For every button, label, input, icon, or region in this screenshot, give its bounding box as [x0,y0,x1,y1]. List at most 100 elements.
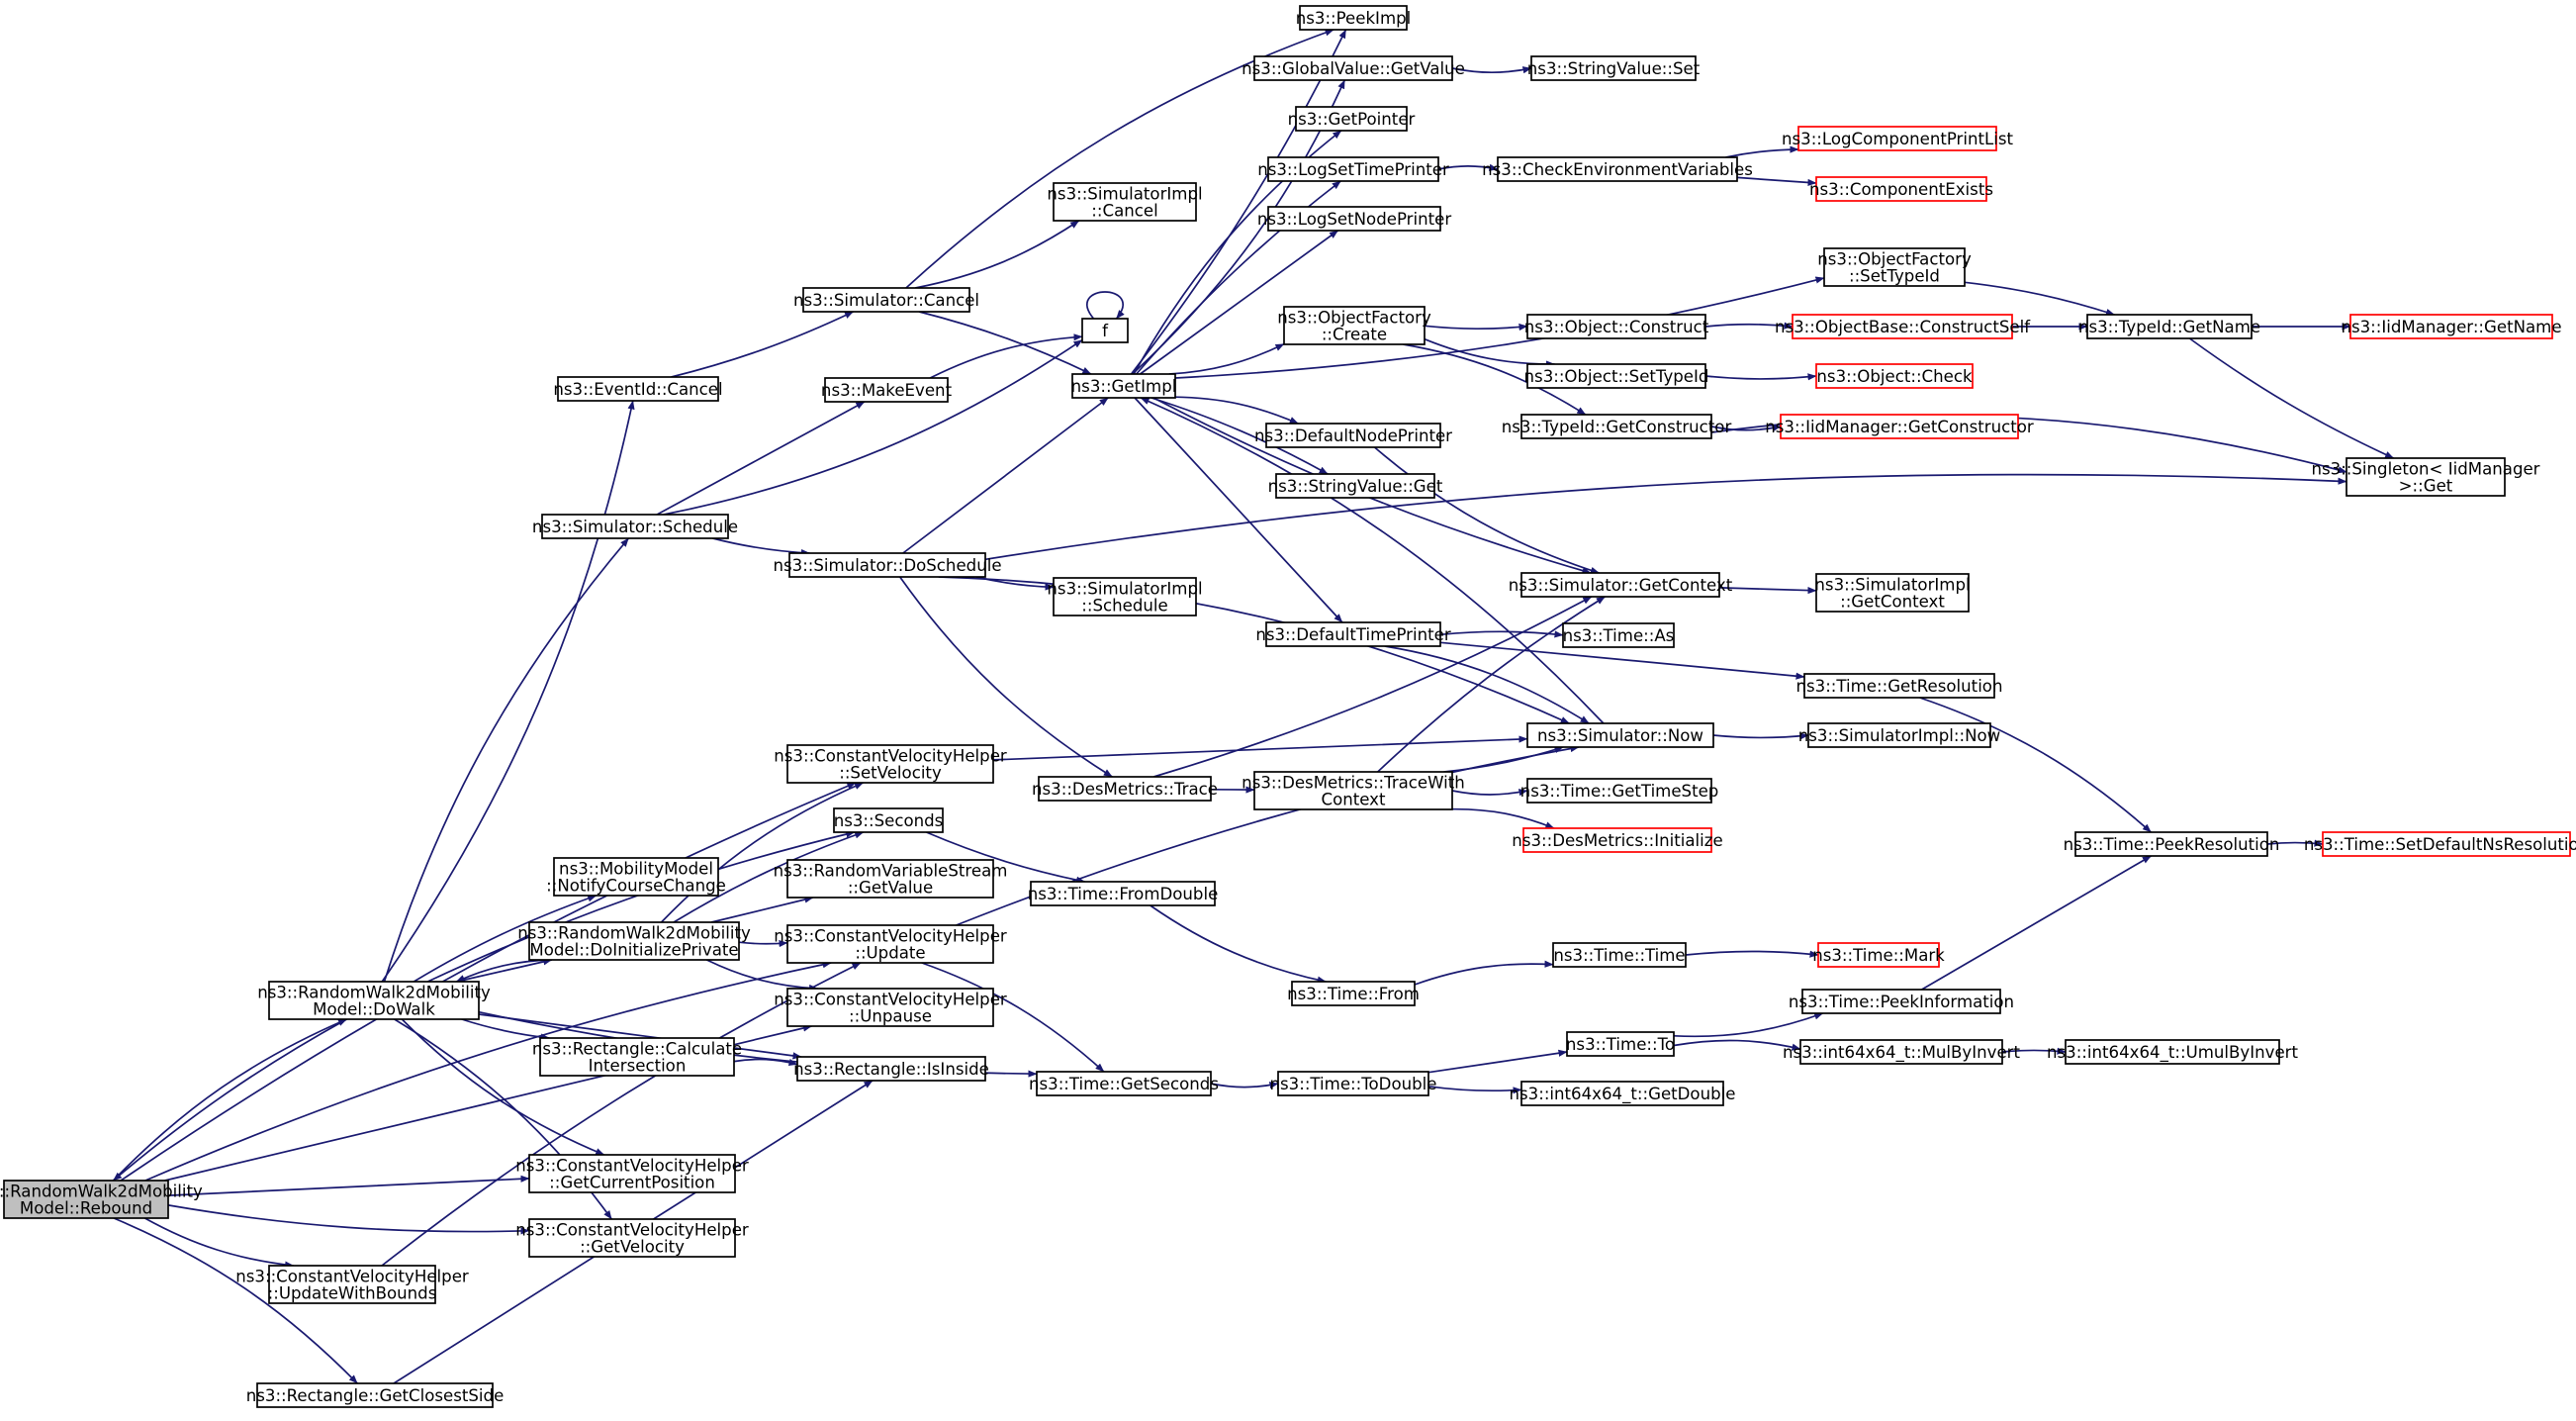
node-box-simimplschedule[interactable] [1053,577,1197,616]
node-simimplschedule[interactable]: ns3::SimulatorImpl::Schedule [1047,577,1203,616]
node-cvhgetvelocity[interactable]: ns3::ConstantVelocityHelper::GetVelocity [515,1218,749,1258]
node-isinside[interactable]: ns3::Rectangle::IsInside [793,1056,989,1082]
node-box-desmetricstrace[interactable] [1038,776,1212,802]
node-box-timegetseconds[interactable] [1036,1071,1212,1096]
node-box-isinside[interactable] [796,1056,986,1082]
node-box-objfactorysettypeid[interactable] [1823,247,1966,287]
node-box-getcurrentposition[interactable] [528,1154,736,1193]
node-globalvaluegetvalue[interactable]: ns3::GlobalValue::GetValue [1242,55,1465,81]
node-box-getimpl[interactable] [1071,373,1176,399]
node-box-iidmgetconstructor[interactable] [1780,414,2019,439]
node-seconds[interactable]: ns3::Seconds [833,807,944,833]
node-defaulttimeprinter[interactable]: ns3::DefaultTimePrinter [1255,621,1451,647]
node-box-cvhunpause[interactable] [786,988,994,1027]
node-box-seconds[interactable] [833,807,944,833]
node-box-singletonget[interactable] [2346,457,2506,497]
node-getimpl[interactable]: ns3::GetImpl [1071,373,1177,399]
node-box-simnow[interactable] [1526,722,1714,748]
node-iidmgetconstructor[interactable]: ns3::IidManager::GetConstructor [1765,414,2034,439]
node-int64getdouble[interactable]: ns3::int64x64_t::GetDouble [1510,1081,1736,1106]
node-objfactorysettypeid[interactable]: ns3::ObjectFactory::SetTypeId [1817,247,1972,287]
node-timegetresolution[interactable]: ns3::Time::GetResolution [1796,673,2003,699]
node-box-int64getdouble[interactable] [1520,1081,1724,1106]
node-objectconstruct[interactable]: ns3::Object::Construct [1524,314,1709,339]
node-box-peekinformation[interactable] [1801,989,2001,1014]
node-box-objfactorycreate[interactable] [1283,306,1426,345]
node-box-timeto[interactable] [1566,1031,1675,1057]
node-typeidgetname[interactable]: ns3::TypeId::GetName [2078,314,2260,339]
node-simnow[interactable]: ns3::Simulator::Now [1526,722,1714,748]
node-box-setvelocity[interactable] [786,744,994,784]
node-timegetseconds[interactable]: ns3::Time::GetSeconds [1029,1071,1219,1096]
node-desmetricstrace[interactable]: ns3::DesMetrics::Trace [1032,776,1218,802]
node-box-cvhgetvelocity[interactable] [528,1218,736,1258]
node-gettimestep[interactable]: ns3::Time::GetTimeStep [1520,778,1719,804]
node-box-timeas[interactable] [1562,622,1675,648]
node-box-simimplcancel[interactable] [1053,182,1197,222]
node-box-objectconstruct[interactable] [1526,314,1706,339]
node-simimplnow[interactable]: ns3::SimulatorImpl::Now [1798,722,2001,748]
node-checkenvvars[interactable]: ns3::CheckEnvironmentVariables [1482,156,1753,182]
node-logcompprintlist[interactable]: ns3::LogComponentPrintList [1782,126,2014,151]
node-getclosestside[interactable]: ns3::Rectangle::GetClosestSide [246,1382,505,1408]
node-doinitprivate[interactable]: ns3::RandomWalk2dMobilityModel::DoInitia… [517,921,751,961]
node-box-logsetnodeprinter[interactable] [1267,206,1441,232]
node-box-checkenvvars[interactable] [1497,156,1738,182]
node-box-updatewithbounds[interactable] [268,1265,436,1304]
node-box-timetodouble[interactable] [1277,1071,1429,1096]
node-box-gettimestep[interactable] [1526,778,1712,804]
node-box-objectcheck[interactable] [1815,363,1974,389]
node-mulbyinvert[interactable]: ns3::int64x64_t::MulByInvert [1783,1039,2020,1065]
node-timetime[interactable]: ns3::Time::Time [1552,942,1687,968]
node-updatewithbounds[interactable]: ns3::ConstantVelocityHelper::UpdateWithB… [235,1265,469,1304]
node-cvhunpause[interactable]: ns3::ConstantVelocityHelper::Unpause [774,988,1007,1027]
node-box-getpointer[interactable] [1295,106,1408,132]
node-singletonget[interactable]: ns3::Singleton< IidManager>::Get [2311,457,2540,497]
node-box-simdoschedule[interactable] [788,552,986,578]
node-box-defaultnodeprinter[interactable] [1265,423,1441,448]
node-peekimpl[interactable]: ns3::PeekImpl [1296,5,1412,31]
node-simgetcontext[interactable]: ns3::Simulator::GetContext [1509,572,1733,598]
node-box-stringvalueset[interactable] [1530,55,1697,81]
node-box-logcompprintlist[interactable] [1797,126,1997,151]
node-box-peekresolution[interactable] [2074,831,2268,857]
node-box-calcintersection[interactable] [539,1037,735,1077]
node-simimplgetcontext[interactable]: ns3::SimulatorImpl::GetContext [1814,573,1971,613]
node-stringvalueget[interactable]: ns3::StringValue::Get [1268,473,1443,499]
node-notifycoursechange[interactable]: ns3::MobilityModel::NotifyCourseChange [546,857,726,897]
node-defaultnodeprinter[interactable]: ns3::DefaultNodePrinter [1254,423,1452,448]
node-box-f[interactable] [1081,318,1129,343]
node-box-globalvaluegetvalue[interactable] [1253,55,1453,81]
node-logsettimeprinter[interactable]: ns3::LogSetTimePrinter [1257,156,1449,182]
node-box-simimplnow[interactable] [1807,722,1991,748]
node-box-timemark[interactable] [1817,942,1940,968]
node-box-stringvalueget[interactable] [1275,473,1435,499]
node-objbaseconstructself[interactable]: ns3::ObjectBase::ConstructSelf [1775,314,2031,339]
node-cvhupdate[interactable]: ns3::ConstantVelocityHelper::Update [774,924,1007,964]
node-objectsettypeid[interactable]: ns3::Object::SetTypeId [1524,363,1709,389]
node-box-mulbyinvert[interactable] [1799,1039,2003,1065]
node-peekresolution[interactable]: ns3::Time::PeekResolution [2064,831,2280,857]
node-box-componentexists[interactable] [1815,176,1987,202]
node-box-setdefaultnsresolution[interactable] [2322,831,2571,857]
node-simschedule[interactable]: ns3::Simulator::Schedule [532,514,738,539]
node-eventidcancel[interactable]: ns3::EventId::Cancel [553,376,723,402]
node-box-typeidgetconstructor[interactable] [1520,414,1712,439]
node-box-typeidgetname[interactable] [2086,314,2253,339]
node-box-timetime[interactable] [1552,942,1687,968]
node-box-timegetresolution[interactable] [1803,673,1995,699]
node-timeas[interactable]: ns3::Time::As [1562,622,1675,648]
node-simcancel[interactable]: ns3::Simulator::Cancel [793,287,979,313]
node-box-dowalk[interactable] [268,981,480,1020]
node-timefrom[interactable]: ns3::Time::From [1287,981,1420,1006]
node-getpointer[interactable]: ns3::GetPointer [1288,106,1416,132]
node-timeto[interactable]: ns3::Time::To [1566,1031,1675,1057]
node-box-simcancel[interactable] [802,287,970,313]
node-box-peekimpl[interactable] [1299,5,1408,31]
node-setdefaultnsresolution[interactable]: ns3::Time::SetDefaultNsResolution [2304,831,2576,857]
node-box-rvsgetvalue[interactable] [786,859,994,899]
